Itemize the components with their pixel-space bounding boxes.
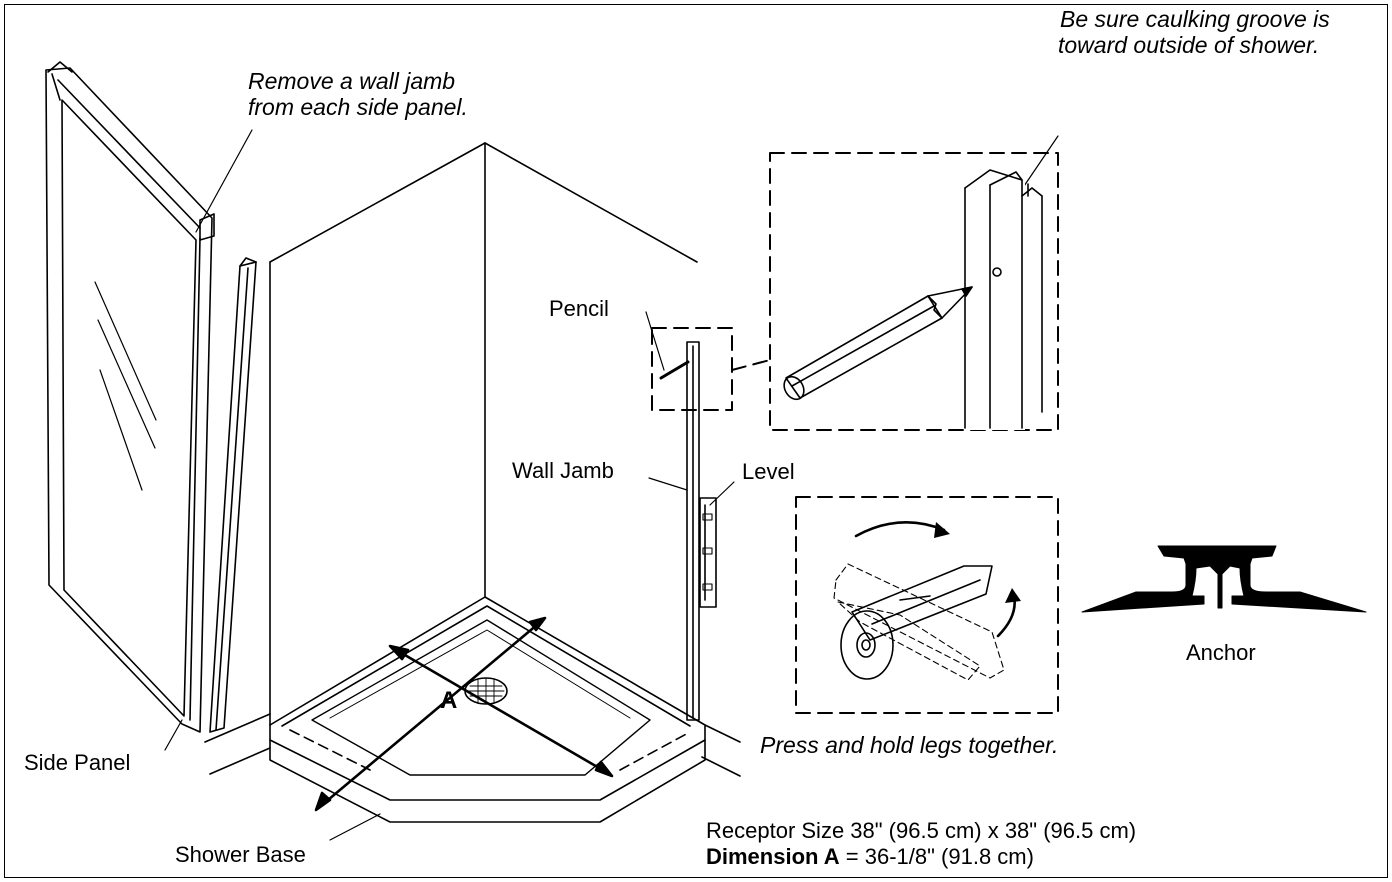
dimension-a-spec-value: = 36-1/8" (91.8 cm) bbox=[839, 844, 1034, 869]
dimension-a-marker: A bbox=[440, 687, 458, 714]
shower-base-label: Shower Base bbox=[175, 842, 306, 867]
caulking-note: Be sure caulking groove is toward outsid… bbox=[1058, 6, 1330, 58]
callout-connector bbox=[731, 359, 771, 371]
wall-jamb bbox=[686, 341, 700, 721]
side-panel-label: Side Panel bbox=[24, 750, 131, 775]
remove-jamb-line-2: from each side panel. bbox=[248, 94, 468, 120]
shower-walls bbox=[269, 142, 698, 726]
wall-jamb-label: Wall Jamb bbox=[512, 458, 614, 483]
pencil-detail bbox=[769, 152, 1059, 431]
anchor-press-detail bbox=[795, 496, 1059, 714]
shower-base bbox=[269, 596, 706, 823]
level-tool bbox=[699, 497, 717, 608]
diagram-frame bbox=[4, 4, 1388, 878]
press-hold-note: Press and hold legs together. bbox=[760, 732, 1059, 758]
dimension-a-spec-label: Dimension A bbox=[706, 844, 840, 869]
level-label: Level bbox=[742, 459, 795, 484]
removed-wall-jamb bbox=[199, 213, 257, 733]
pencil-label: Pencil bbox=[549, 296, 609, 321]
remove-jamb-note: Remove a wall jamb from each side panel. bbox=[248, 68, 468, 120]
receptor-size-text: Receptor Size 38" (96.5 cm) x 38" (96.5 … bbox=[706, 818, 1137, 843]
leader-lines bbox=[164, 129, 1059, 841]
drain-icon bbox=[464, 677, 508, 705]
remove-jamb-line-1: Remove a wall jamb bbox=[248, 68, 456, 94]
dimension-a-arrows bbox=[314, 616, 614, 812]
anchor-profile-icon bbox=[1081, 545, 1367, 613]
floor-lines bbox=[204, 713, 741, 777]
small-pencil bbox=[659, 360, 690, 380]
caulking-line-2: toward outside of shower. bbox=[1058, 32, 1320, 58]
caulking-line-1: Be sure caulking groove is bbox=[1060, 6, 1330, 32]
side-panel bbox=[45, 61, 213, 733]
dimension-a-spec: Dimension A = 36-1/8" (91.8 cm) bbox=[706, 844, 1034, 870]
anchor-label: Anchor bbox=[1186, 640, 1256, 665]
